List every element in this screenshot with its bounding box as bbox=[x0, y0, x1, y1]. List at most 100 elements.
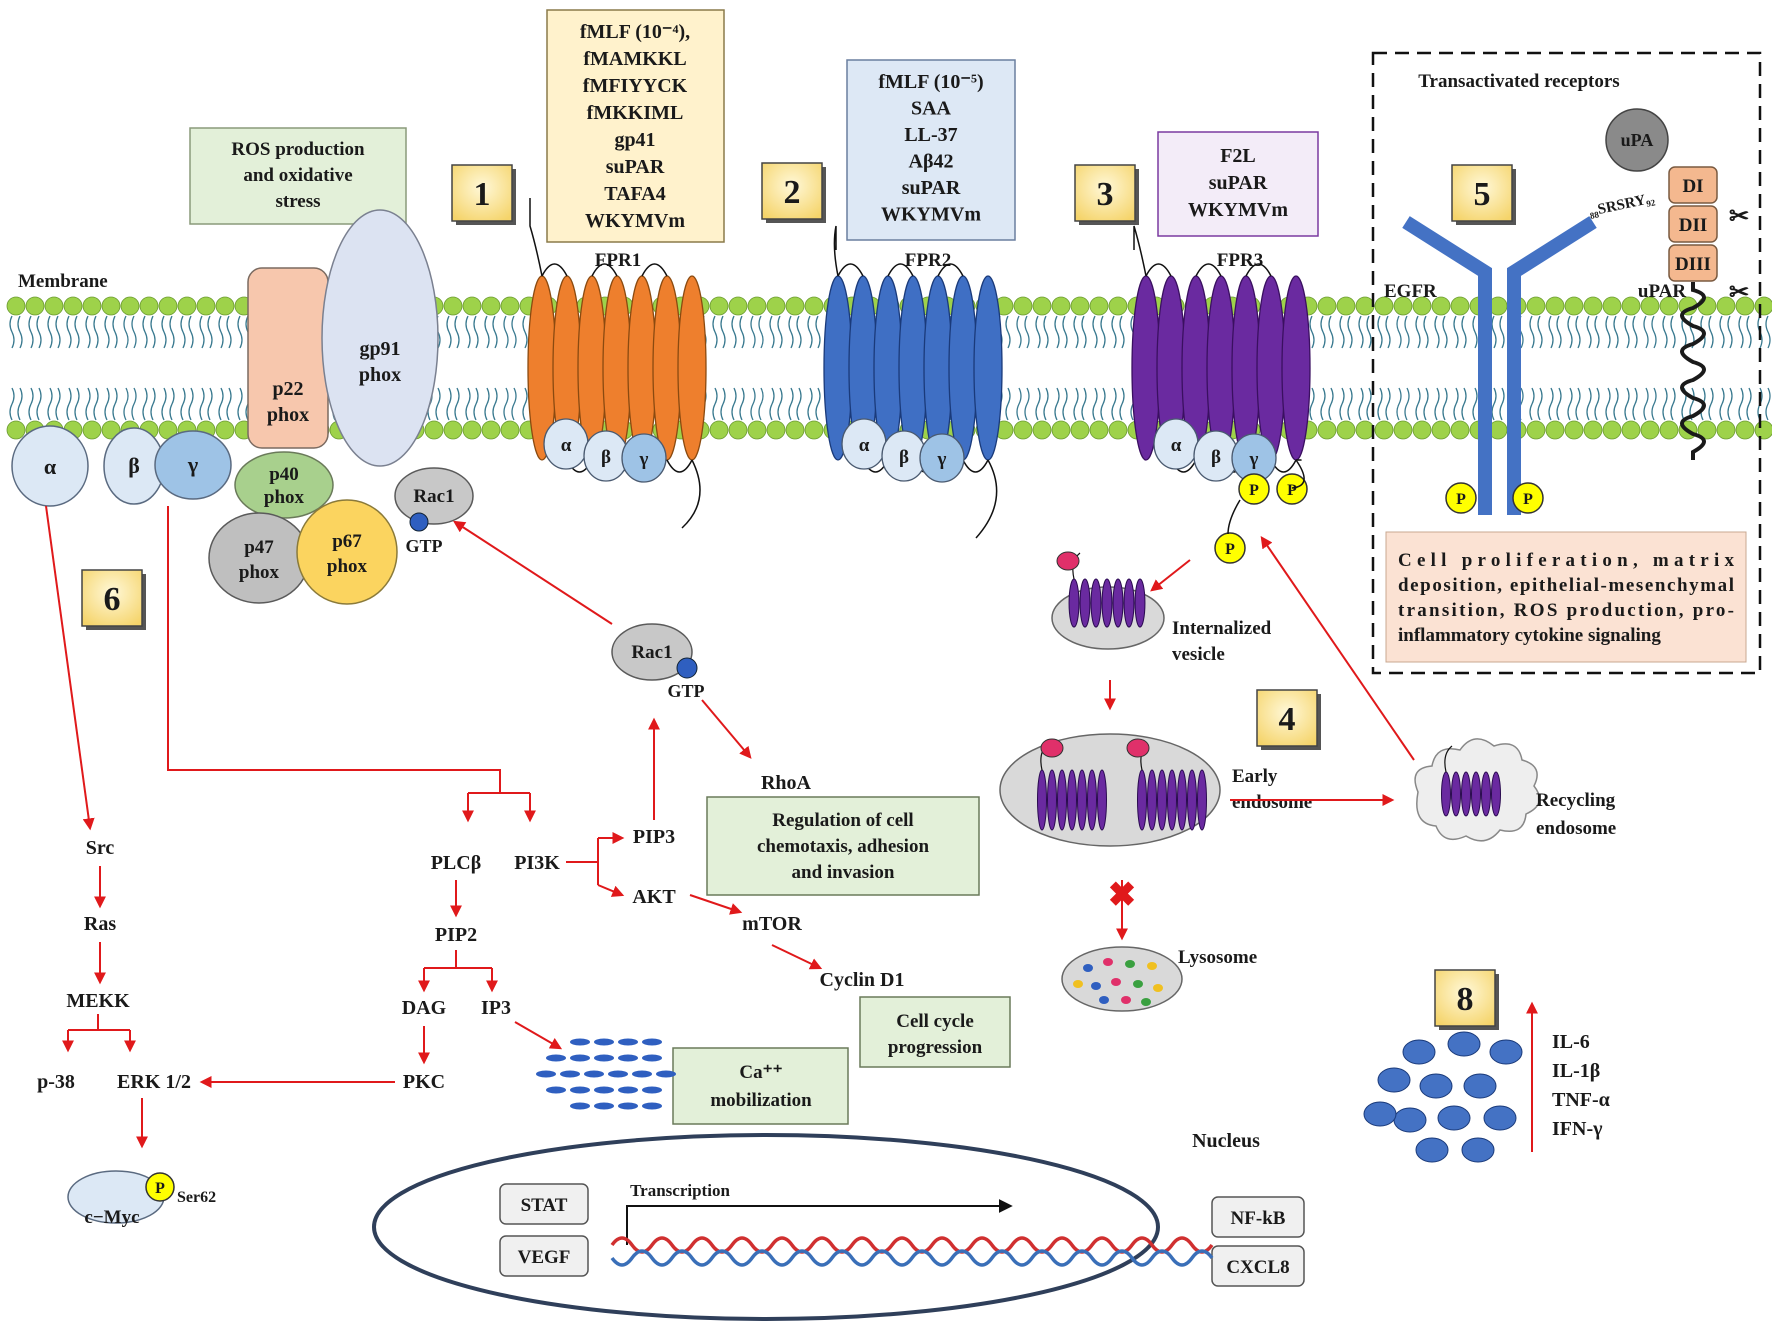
pip2-node: PIP2 bbox=[435, 924, 477, 946]
lipid-tail bbox=[1662, 315, 1676, 349]
phosphate-label: P bbox=[1287, 482, 1297, 499]
lipid-head bbox=[766, 296, 786, 316]
stat-label: STAT bbox=[521, 1195, 568, 1216]
lipid-head bbox=[196, 296, 216, 316]
lipid-tail bbox=[104, 387, 118, 421]
src-node: Src bbox=[86, 837, 115, 859]
internalized-receptor-helix bbox=[1471, 771, 1481, 817]
upar-diii bbox=[1668, 244, 1718, 282]
plcb-node: PLCβ bbox=[431, 852, 482, 874]
lipid-head bbox=[785, 296, 805, 316]
lipid-head bbox=[1013, 296, 1033, 316]
lipid-tail bbox=[1339, 315, 1353, 349]
phosphate bbox=[1238, 473, 1270, 505]
lipid-head bbox=[82, 420, 102, 440]
lipid-tail bbox=[28, 315, 42, 349]
lipid-tail bbox=[85, 387, 99, 421]
dii-label: DII bbox=[1679, 215, 1708, 236]
lipid-head bbox=[424, 420, 444, 440]
egfr-phosphate-label: P bbox=[1523, 491, 1533, 508]
lipid-head bbox=[1336, 420, 1356, 440]
lipid-head bbox=[158, 296, 178, 316]
lipid-tail bbox=[1073, 387, 1087, 421]
lipid-tail bbox=[1111, 315, 1125, 349]
g-alpha-label: α bbox=[1171, 435, 1182, 456]
calcium-ion bbox=[618, 1102, 638, 1110]
calcium-ion bbox=[642, 1038, 662, 1046]
lysosome-particle bbox=[1111, 978, 1121, 986]
lipid-head bbox=[462, 296, 482, 316]
lipid-tail bbox=[47, 315, 61, 349]
receptor-loop bbox=[962, 459, 989, 473]
transactivated-box: Transactivated receptors EGFR uPAR uPA D… bbox=[1371, 51, 1762, 675]
number-badge-label: 5 bbox=[1474, 176, 1491, 213]
lipid-head bbox=[1317, 296, 1337, 316]
internalized-receptor-helix bbox=[1087, 769, 1097, 831]
lipid-head bbox=[443, 296, 463, 316]
lipid-tail bbox=[1738, 315, 1752, 349]
recycling-label-2: endosome bbox=[1536, 818, 1616, 839]
lipid-head bbox=[6, 420, 26, 440]
lipid-tail bbox=[1377, 387, 1391, 421]
regulation-box: Regulation of cell chemotaxis, adhesion … bbox=[706, 796, 980, 896]
lipid-tail bbox=[769, 387, 783, 421]
lipid-tail bbox=[28, 387, 42, 421]
dna-strand-blue bbox=[610, 1249, 1214, 1267]
lipid-tail bbox=[1529, 387, 1543, 421]
lipid-tail bbox=[1415, 387, 1429, 421]
lipid-tail bbox=[1339, 387, 1353, 421]
lipid-head bbox=[709, 296, 729, 316]
receptor-loop bbox=[541, 263, 568, 277]
ligand-label: WKYMVm bbox=[881, 204, 981, 226]
egfr-phosphate-label: P bbox=[1456, 491, 1466, 508]
lipid-head bbox=[139, 296, 159, 316]
lipid-head bbox=[1621, 420, 1641, 440]
lipid-head bbox=[804, 420, 824, 440]
receptor-loop bbox=[666, 459, 693, 473]
nfkb-label: NF-kB bbox=[1231, 1208, 1286, 1229]
lipid-tail bbox=[788, 315, 802, 349]
lipid-head bbox=[1089, 296, 1109, 316]
g-gamma-label: γ bbox=[937, 449, 947, 470]
lipid-head bbox=[1697, 420, 1717, 440]
ligand-label: TAFA4 bbox=[604, 183, 665, 205]
lipid-tail bbox=[9, 387, 23, 421]
calcium-line-2: mobilization bbox=[710, 1090, 812, 1111]
nfkb-gene bbox=[1211, 1196, 1305, 1238]
fpr3-tail bbox=[1227, 459, 1305, 535]
lipid-head bbox=[462, 420, 482, 440]
gp91-label-2: phox bbox=[359, 364, 401, 386]
ligand-label: WKYMVm bbox=[1188, 199, 1288, 221]
rac1-membrane bbox=[394, 467, 474, 525]
ligand-label: F2L bbox=[1220, 145, 1256, 167]
fpr-receptors bbox=[527, 198, 1311, 539]
lipid-tail bbox=[142, 315, 156, 349]
lipid-head bbox=[1564, 296, 1584, 316]
lipid-head bbox=[101, 296, 121, 316]
calcium-ion bbox=[618, 1086, 638, 1094]
number-badge-label: 3 bbox=[1097, 176, 1114, 213]
ligand-label: suPAR bbox=[902, 177, 961, 199]
lipid-head bbox=[1754, 296, 1772, 316]
lipid-head bbox=[1393, 296, 1413, 316]
calcium-ion bbox=[570, 1038, 590, 1046]
mtor-node: mTOR bbox=[742, 913, 802, 935]
calcium-ion bbox=[546, 1054, 566, 1062]
internalized-receptor-helix bbox=[1157, 769, 1167, 831]
lipid-head bbox=[728, 296, 748, 316]
number-badge bbox=[1074, 164, 1136, 222]
number-badge bbox=[761, 162, 823, 220]
cytoplasmic-rac1: Rac1 GTP bbox=[611, 623, 705, 701]
egfr-phosphate bbox=[1512, 482, 1544, 514]
lipid-tail bbox=[1586, 315, 1600, 349]
lipid-tail bbox=[1111, 387, 1125, 421]
lipid-tail bbox=[712, 315, 726, 349]
internalized-receptor-helix bbox=[1491, 771, 1501, 817]
lipid-tail bbox=[1358, 315, 1372, 349]
lipid-head bbox=[82, 296, 102, 316]
calcium-ion bbox=[570, 1102, 590, 1110]
lipid-tail bbox=[503, 387, 517, 421]
regulation-line-1: Regulation of cell bbox=[772, 810, 913, 831]
recycling-label-1: Recycling bbox=[1536, 790, 1616, 811]
p47phox-subunit bbox=[208, 512, 310, 604]
